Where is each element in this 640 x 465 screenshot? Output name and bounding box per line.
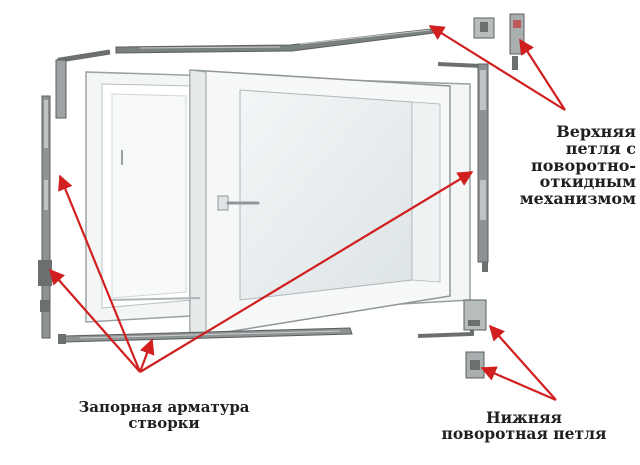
- arrow-lock-4: [139, 171, 474, 373]
- arrow-top-hinge-2: [519, 38, 566, 111]
- callout-arrows: [48, 25, 566, 402]
- label-bottom-hinge: Нижняя поворотная петля: [408, 408, 640, 444]
- bottom-hinge-bracket: [417, 299, 487, 379]
- label-top-hinge-line: механизмом: [519, 189, 636, 209]
- arrow-lock-1: [58, 174, 142, 373]
- arrow-bottom-hinge-2: [480, 366, 557, 402]
- bottom-locking-bar: [58, 327, 353, 344]
- label-locking-line: Запорная арматура: [78, 398, 250, 416]
- label-bottom-hinge-line: Нижняя: [485, 408, 563, 427]
- left-locking-bar: [38, 95, 52, 339]
- label-top-hinge-line: петля с: [565, 138, 636, 158]
- hardware-parts: [38, 13, 525, 379]
- label-bottom-hinge-line: поворотная петля: [441, 424, 607, 444]
- arrow-lock-3: [138, 338, 155, 373]
- arrow-lock-2: [48, 268, 141, 373]
- right-locking-bar: [437, 62, 489, 272]
- window-sash: [111, 69, 451, 339]
- label-top-hinge-line: Верхняя: [556, 122, 636, 141]
- top-stay-arm: [115, 27, 443, 54]
- arrow-bottom-hinge-1: [488, 324, 557, 401]
- label-top-hinge: Верхняя петля с поворотно- откидным меха…: [488, 122, 636, 209]
- top-hinge-bracket: [473, 13, 525, 70]
- arrow-top-hinge-1: [428, 25, 566, 111]
- label-locking-line: створки: [128, 413, 200, 432]
- label-top-hinge-line: поворотно-: [531, 155, 636, 175]
- top-left-corner-bracket: [55, 49, 111, 119]
- label-top-hinge-line: откидным: [539, 172, 636, 192]
- label-locking-hardware: Запорная арматура створки: [34, 398, 294, 432]
